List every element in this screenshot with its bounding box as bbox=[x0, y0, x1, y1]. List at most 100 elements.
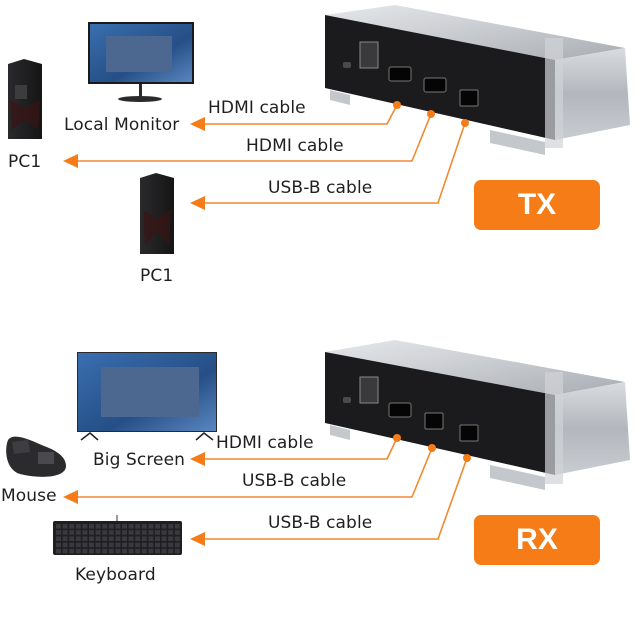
pc-tower-icon bbox=[140, 173, 174, 254]
keyboard-key bbox=[95, 548, 101, 554]
keyboard-key bbox=[122, 536, 127, 541]
keyboard-key bbox=[148, 524, 154, 529]
rx-dc-port bbox=[343, 397, 351, 403]
keyboard-key bbox=[174, 542, 180, 548]
monitor-icon bbox=[88, 22, 194, 102]
keyboard-key bbox=[128, 524, 134, 529]
keyboard-key bbox=[108, 548, 114, 554]
keyboard-key bbox=[155, 548, 160, 554]
tv-icon bbox=[77, 352, 217, 441]
keyboard-key bbox=[62, 548, 68, 554]
keyboard-key bbox=[155, 530, 160, 535]
keyboard-key bbox=[82, 530, 88, 535]
tx-port-dot bbox=[461, 119, 469, 127]
keyboard-key bbox=[115, 548, 121, 554]
keyboard-key bbox=[75, 542, 81, 548]
tx-hdmi-out-port bbox=[388, 66, 412, 82]
tx-cables bbox=[70, 104, 466, 204]
arrow-left-icon bbox=[63, 154, 78, 168]
keyboard-key bbox=[122, 524, 127, 529]
keyboard-key bbox=[168, 530, 174, 535]
keyboard-key bbox=[89, 542, 94, 548]
keyboard-key bbox=[148, 548, 154, 554]
keyboard-key bbox=[174, 530, 180, 535]
rx-hdmi-out-port bbox=[388, 402, 412, 418]
tx-usb-b-port bbox=[459, 89, 479, 107]
keyboard-key bbox=[102, 530, 108, 535]
tx-cable-label-hdmi-pc: HDMI cable bbox=[246, 136, 344, 156]
keyboard-key bbox=[102, 542, 108, 548]
mouse-label: Mouse bbox=[1, 486, 57, 506]
tx-rj45-port bbox=[359, 41, 379, 69]
keyboard-key bbox=[141, 548, 147, 554]
keyboard-key bbox=[75, 524, 81, 529]
tx-port-dot bbox=[393, 101, 401, 109]
keyboard-key bbox=[148, 536, 154, 541]
keyboard-key bbox=[95, 536, 101, 541]
keyboard-key bbox=[135, 530, 141, 535]
keyboard-key bbox=[161, 536, 167, 541]
pc1-top-label: PC1 bbox=[8, 152, 42, 172]
keyboard-key bbox=[122, 530, 127, 535]
rx-cable-label-hdmi-screen: HDMI cable bbox=[216, 433, 314, 453]
tx-badge: TX bbox=[474, 180, 600, 230]
keyboard-key bbox=[82, 542, 88, 548]
tx-device bbox=[325, 5, 630, 155]
rx-cable-usb-mouse bbox=[70, 447, 433, 498]
keyboard-key bbox=[141, 542, 147, 548]
keyboard-key bbox=[168, 536, 174, 541]
rx-port-dot bbox=[428, 444, 436, 452]
rx-cable-markers bbox=[63, 434, 471, 546]
keyboard-key bbox=[161, 524, 167, 529]
tx-cable-markers bbox=[63, 101, 469, 210]
keyboard-key bbox=[168, 548, 174, 554]
keyboard-key bbox=[69, 530, 75, 535]
keyboard-key bbox=[108, 542, 114, 548]
keyboard-key bbox=[141, 524, 147, 529]
keyboard-key bbox=[141, 530, 147, 535]
keyboard-key bbox=[174, 524, 180, 529]
keyboard-key bbox=[168, 524, 174, 529]
keyboard-key bbox=[69, 524, 75, 529]
keyboard-key bbox=[115, 542, 121, 548]
keyboard-key bbox=[62, 542, 68, 548]
rx-cable-label-usb-keyboard: USB-B cable bbox=[268, 513, 373, 533]
rx-badge-text: RX bbox=[516, 523, 558, 556]
keyboard-key bbox=[56, 524, 61, 529]
tx-dc-port bbox=[343, 62, 351, 68]
keyboard-key bbox=[75, 530, 81, 535]
rx-badge: RX bbox=[474, 515, 600, 565]
keyboard-key bbox=[122, 548, 127, 554]
keyboard-key bbox=[82, 524, 88, 529]
keyboard-key bbox=[148, 530, 154, 535]
keyboard-key bbox=[82, 536, 88, 541]
keyboard-key bbox=[56, 530, 61, 535]
keyboard-key bbox=[155, 536, 160, 541]
keyboard-key bbox=[102, 548, 108, 554]
rx-usb2-port bbox=[459, 424, 479, 442]
keyboard-key bbox=[62, 530, 68, 535]
keyboard-key bbox=[102, 536, 108, 541]
tx-cable-label-hdmi-monitor: HDMI cable bbox=[208, 98, 306, 118]
keyboard-key bbox=[168, 542, 174, 548]
keyboard-key bbox=[89, 536, 94, 541]
rx-port-dot bbox=[393, 434, 401, 442]
tx-cable-hdmi-monitor bbox=[205, 104, 398, 125]
keyboard-key bbox=[128, 530, 134, 535]
keyboard-key bbox=[135, 548, 141, 554]
keyboard-key bbox=[56, 548, 61, 554]
tx-port-dot bbox=[427, 110, 435, 118]
keyboard-key bbox=[69, 542, 75, 548]
keyboard-key bbox=[69, 548, 75, 554]
rx-cable-label-usb-mouse: USB-B cable bbox=[242, 471, 347, 491]
arrow-left-icon bbox=[190, 532, 205, 546]
keyboard-label: Keyboard bbox=[75, 565, 156, 585]
keyboard-key bbox=[135, 542, 141, 548]
keyboard-icon bbox=[53, 515, 182, 555]
keyboard-key bbox=[135, 524, 141, 529]
tx-cable-usb-pc bbox=[200, 122, 466, 204]
tx-cable-label-usb-pc: USB-B cable bbox=[268, 178, 373, 198]
keyboard-key bbox=[89, 530, 94, 535]
keyboard-key bbox=[95, 524, 101, 529]
rx-rj45-port bbox=[359, 376, 379, 404]
